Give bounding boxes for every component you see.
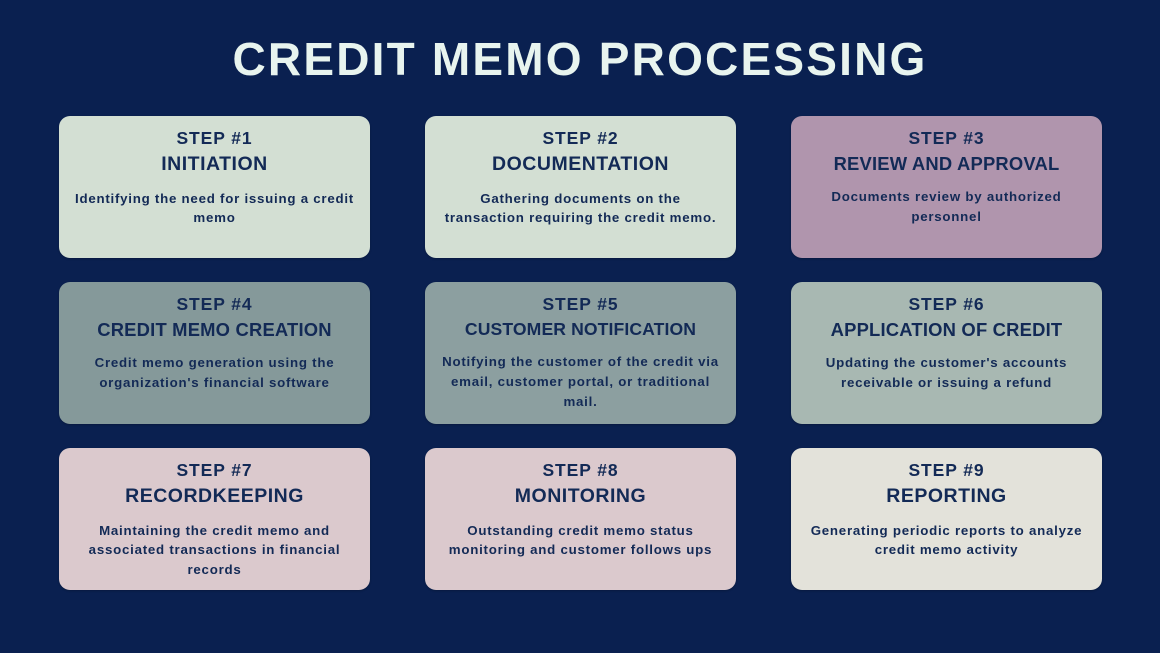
step-description: Identifying the need for issuing a credi… <box>75 190 354 226</box>
step-title: REPORTING <box>886 484 1007 507</box>
step-card-5: STEP #5 CUSTOMER NOTIFICATION Notifying … <box>425 282 736 424</box>
step-number: STEP #9 <box>908 460 985 480</box>
step-title: CUSTOMER NOTIFICATION <box>464 318 697 339</box>
step-description: Generating periodic reports to analyze c… <box>810 522 1083 558</box>
step-description: Updating the customer's accounts receiva… <box>825 355 1068 390</box>
step-title: DOCUMENTATION <box>492 152 669 175</box>
step-number: STEP #3 <box>908 128 985 148</box>
step-card-7: STEP #7 RECORDKEEPING Maintaining the cr… <box>59 448 370 590</box>
step-card-9: STEP #9 REPORTING Generating periodic re… <box>791 448 1102 590</box>
step-number: STEP #5 <box>542 294 619 314</box>
step-card-2: STEP #2 DOCUMENTATION Gathering document… <box>425 116 736 258</box>
step-title: CREDIT MEMO CREATION <box>97 318 332 340</box>
step-number: STEP #7 <box>176 460 253 480</box>
step-number: STEP #6 <box>908 294 985 314</box>
step-description: Outstanding credit memo status monitorin… <box>448 522 713 558</box>
step-description: Gathering documents on the transaction r… <box>444 190 717 226</box>
step-card-4: STEP #4 CREDIT MEMO CREATION Credit memo… <box>59 282 370 424</box>
step-title: RECORDKEEPING <box>125 484 304 507</box>
step-title: INITIATION <box>161 152 268 175</box>
step-description: Documents review by authorized personnel <box>831 189 1062 224</box>
step-title: REVIEW AND APPROVAL <box>833 152 1060 174</box>
step-description: Notifying the customer of the credit via… <box>442 354 719 409</box>
page-title: CREDIT MEMO PROCESSING <box>232 33 928 85</box>
step-card-3: STEP #3 REVIEW AND APPROVAL Documents re… <box>791 116 1102 258</box>
step-description: Credit memo generation using the organiz… <box>94 355 335 390</box>
step-title: MONITORING <box>514 484 647 507</box>
step-number: STEP #2 <box>542 128 619 148</box>
step-title: APPLICATION OF CREDIT <box>830 318 1063 340</box>
step-card-8: STEP #8 MONITORING Outstanding credit me… <box>425 448 736 590</box>
step-card-6: STEP #6 APPLICATION OF CREDIT Updating t… <box>791 282 1102 424</box>
step-card-grid: STEP #1 INITIATION Identifying the need … <box>59 116 1102 591</box>
step-number: STEP #8 <box>542 460 619 480</box>
step-number: STEP #4 <box>176 294 253 314</box>
step-description: Maintaining the credit memo and associat… <box>88 522 341 577</box>
step-card-1: STEP #1 INITIATION Identifying the need … <box>59 116 370 258</box>
step-number: STEP #1 <box>176 128 253 148</box>
